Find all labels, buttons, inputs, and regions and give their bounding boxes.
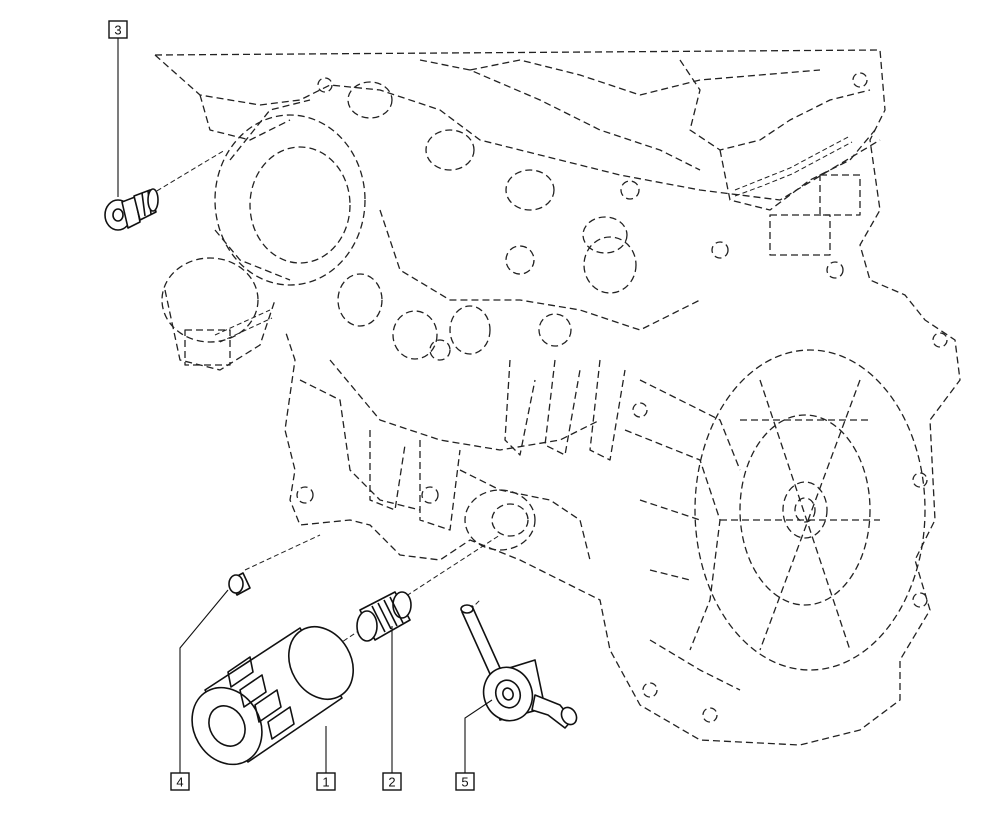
callout-2-label: 2	[388, 775, 395, 790]
oil-pressure-plug	[104, 188, 159, 231]
oil-cooler	[460, 604, 578, 729]
oil-filter	[191, 626, 354, 766]
callout-4: 4	[170, 772, 190, 791]
assembly-axis-lines	[149, 149, 501, 651]
engine-block	[154, 49, 961, 746]
callout-1: 1	[316, 772, 336, 791]
callout-4-label: 4	[176, 775, 183, 790]
threaded-union	[356, 591, 412, 642]
callout-1-label: 1	[322, 775, 329, 790]
callout-3-label: 3	[114, 23, 121, 38]
callout-5-label: 5	[461, 775, 468, 790]
callout-3: 3	[108, 20, 128, 39]
bushing	[228, 572, 251, 596]
callout-5: 5	[455, 772, 475, 791]
callout-leaders	[117, 38, 493, 773]
callout-2: 2	[382, 772, 402, 791]
